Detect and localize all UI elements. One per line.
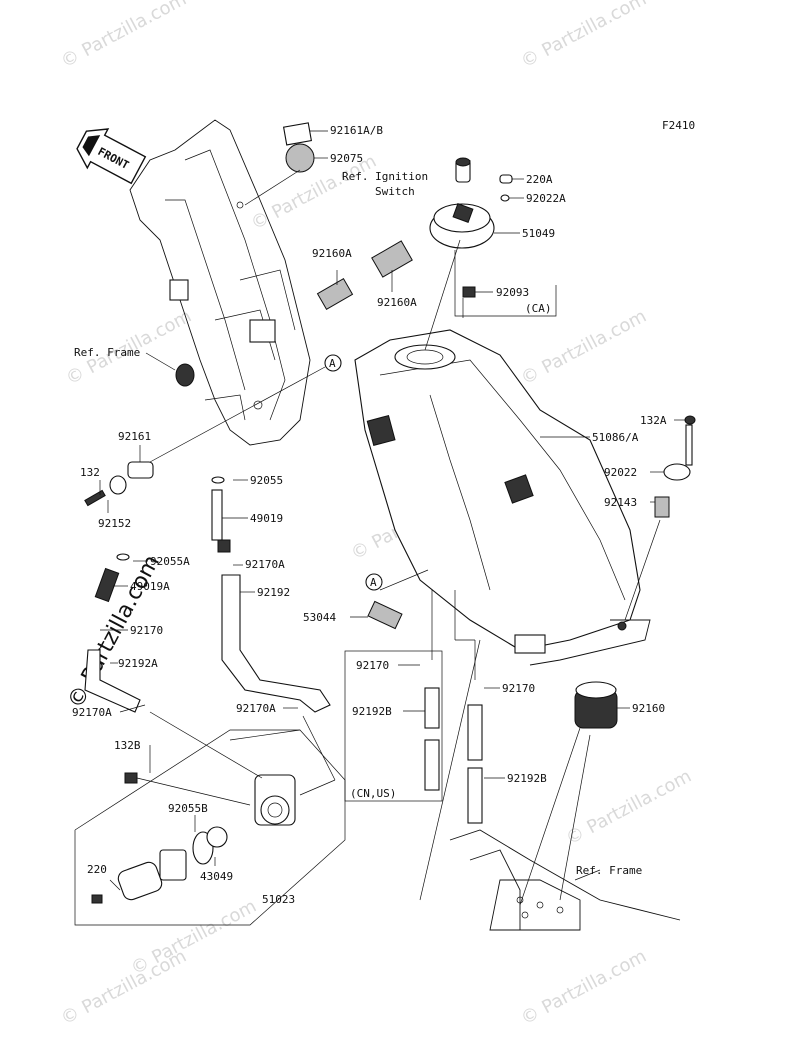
- callout-a-bottom: A: [365, 573, 383, 591]
- watermark: © Partzilla.com: [517, 306, 650, 390]
- label-132: 132: [80, 466, 100, 479]
- label-53044: 53044: [303, 611, 336, 624]
- leader-lines: [74, 130, 686, 926]
- label-132a: 132A: [640, 414, 667, 427]
- front-arrow-icon: FRONT: [76, 128, 147, 185]
- fuel-cap-drawing: [429, 157, 513, 298]
- figure-code: F2410: [662, 119, 695, 132]
- label-92022: 92022: [604, 466, 637, 479]
- label-92093: 92093: [496, 286, 529, 299]
- watermark: © Partzilla.com: [57, 0, 190, 72]
- cnus-box: [344, 650, 443, 802]
- label-92170-left: 92170: [130, 624, 163, 637]
- label-92160: 92160: [632, 702, 665, 715]
- label-ref-ignition: Ref. Ignition: [342, 170, 428, 183]
- label-92192a: 92192A: [118, 657, 158, 670]
- watermark: © Partzilla.com: [127, 896, 260, 980]
- label-92161: 92161: [118, 430, 151, 443]
- label-92055: 92055: [250, 474, 283, 487]
- hoses-drawing: [84, 415, 696, 824]
- label-92170a-mid: 92170A: [236, 702, 276, 715]
- part-labels: 92161A/B 92075 Ref. Ignition Switch 220A…: [72, 124, 667, 906]
- rear-frame-drawing: [449, 829, 681, 931]
- label-92152: 92152: [98, 517, 131, 530]
- upper-parts-drawing: [84, 122, 413, 630]
- label-49019: 49019: [250, 512, 283, 525]
- label-cnus: (CN,US): [350, 787, 396, 800]
- label-92192: 92192: [257, 586, 290, 599]
- label-92192b-right: 92192B: [507, 772, 547, 785]
- label-220: 220: [87, 863, 107, 876]
- label-92170a-top: 92170A: [245, 558, 285, 571]
- label-49019a: 49019A: [130, 580, 170, 593]
- label-92160a-left: 92160A: [312, 247, 352, 260]
- label-92161ab: 92161A/B: [330, 124, 383, 137]
- label-ref-frame-bottom: Ref. Frame: [576, 864, 642, 877]
- label-92143: 92143: [604, 496, 637, 509]
- label-92075: 92075: [330, 152, 363, 165]
- watermark: © Partzilla.com: [517, 0, 650, 72]
- fuel-tank-drawing: [354, 329, 651, 666]
- label-220a: 220A: [526, 173, 553, 186]
- left-frame-drawing: [129, 119, 311, 446]
- label-92055b: 92055B: [168, 802, 208, 815]
- label-ref-ignition-switch: Switch: [375, 185, 415, 198]
- label-ca: (CA): [525, 302, 552, 315]
- label-92022a: 92022A: [526, 192, 566, 205]
- callout-letter: A: [329, 357, 336, 370]
- label-92170-right: 92170: [502, 682, 535, 695]
- callout-letter: A: [370, 576, 377, 589]
- fuel-cock-drawing: [91, 772, 296, 904]
- label-92170-box: 92170: [356, 659, 389, 672]
- watermark: © Partzilla.com: [517, 946, 650, 1030]
- label-ref-frame-top: Ref. Frame: [74, 346, 140, 359]
- label-92192b-box: 92192B: [352, 705, 392, 718]
- label-92160a-right: 92160A: [377, 296, 417, 309]
- label-51023: 51023: [262, 893, 295, 906]
- label-92170a-left: 92170A: [72, 706, 112, 719]
- callout-a-top: A: [324, 354, 342, 372]
- label-132b: 132B: [114, 739, 141, 752]
- label-51049: 51049: [522, 227, 555, 240]
- label-43049: 43049: [200, 870, 233, 883]
- label-51086a: 51086/A: [592, 431, 639, 444]
- label-92055a: 92055A: [150, 555, 190, 568]
